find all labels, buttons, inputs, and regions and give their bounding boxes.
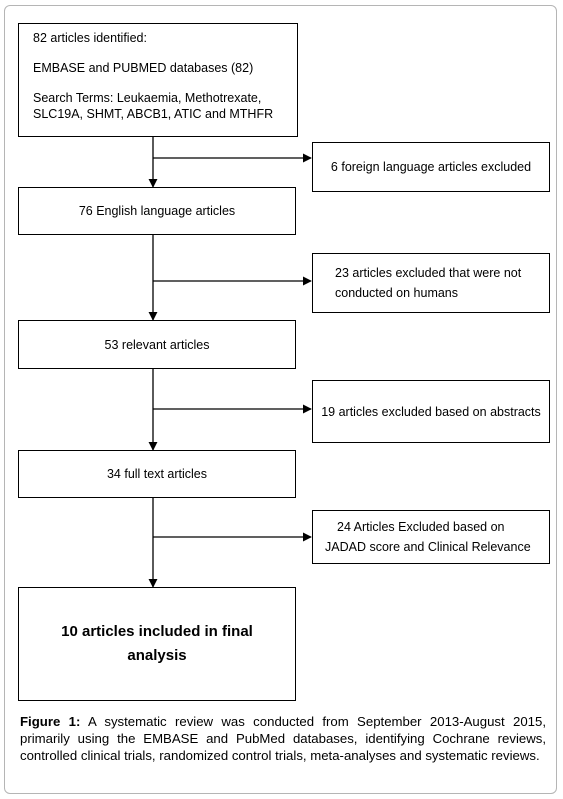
box-abstracts-excluded: 19 articles excluded based on abstracts — [312, 380, 550, 443]
box-articles-identified: 82 articles identified: EMBASE and PUBME… — [18, 23, 298, 137]
humans-excluded-line1: 23 articles excluded that were not — [335, 266, 522, 280]
box-foreign-excluded: 6 foreign language articles excluded — [312, 142, 550, 192]
box-relevant-articles: 53 relevant articles — [18, 320, 296, 369]
caption-text: A systematic review was conducted from S… — [20, 714, 547, 763]
identified-search-terms-cont: SLC19A, SHMT, ABCB1, ATIC and MTHFR — [33, 107, 274, 121]
box-full-text-articles: 34 full text articles — [18, 450, 296, 498]
english-articles-text: 76 English language articles — [78, 204, 236, 218]
jadad-excluded-line2: JADAD score and Clinical Relevance — [325, 540, 531, 554]
abstracts-excluded-text: 19 articles excluded based on abstracts — [321, 404, 541, 419]
humans-excluded-line2: conducted on humans — [335, 286, 459, 300]
caption-label: Figure 1: — [20, 714, 81, 729]
relevant-articles-text: 53 relevant articles — [104, 337, 210, 352]
figure-caption: Figure 1: A systematic review was conduc… — [20, 713, 546, 764]
box-jadad-excluded: 24 Articles Excluded based on JADAD scor… — [312, 510, 550, 564]
final-analysis-line2: analysis — [127, 647, 187, 664]
box-final-analysis: 10 articles included in final analysis — [18, 587, 296, 701]
box-humans-excluded: 23 articles excluded that were not condu… — [312, 253, 550, 313]
full-text-articles-text: 34 full text articles — [106, 467, 208, 481]
identified-search-terms: Search Terms: Leukaemia, Methotrexate, — [33, 91, 262, 105]
identified-count: 82 articles identified: — [33, 31, 147, 45]
identified-databases: EMBASE and PUBMED databases (82) — [33, 61, 254, 75]
figure-frame — [4, 5, 557, 794]
final-analysis-line1: 10 articles included in final — [61, 623, 253, 640]
box-english-articles: 76 English language articles — [18, 187, 296, 235]
jadad-excluded-line1: 24 Articles Excluded based on — [337, 520, 505, 534]
foreign-excluded-text: 6 foreign language articles excluded — [330, 160, 532, 174]
